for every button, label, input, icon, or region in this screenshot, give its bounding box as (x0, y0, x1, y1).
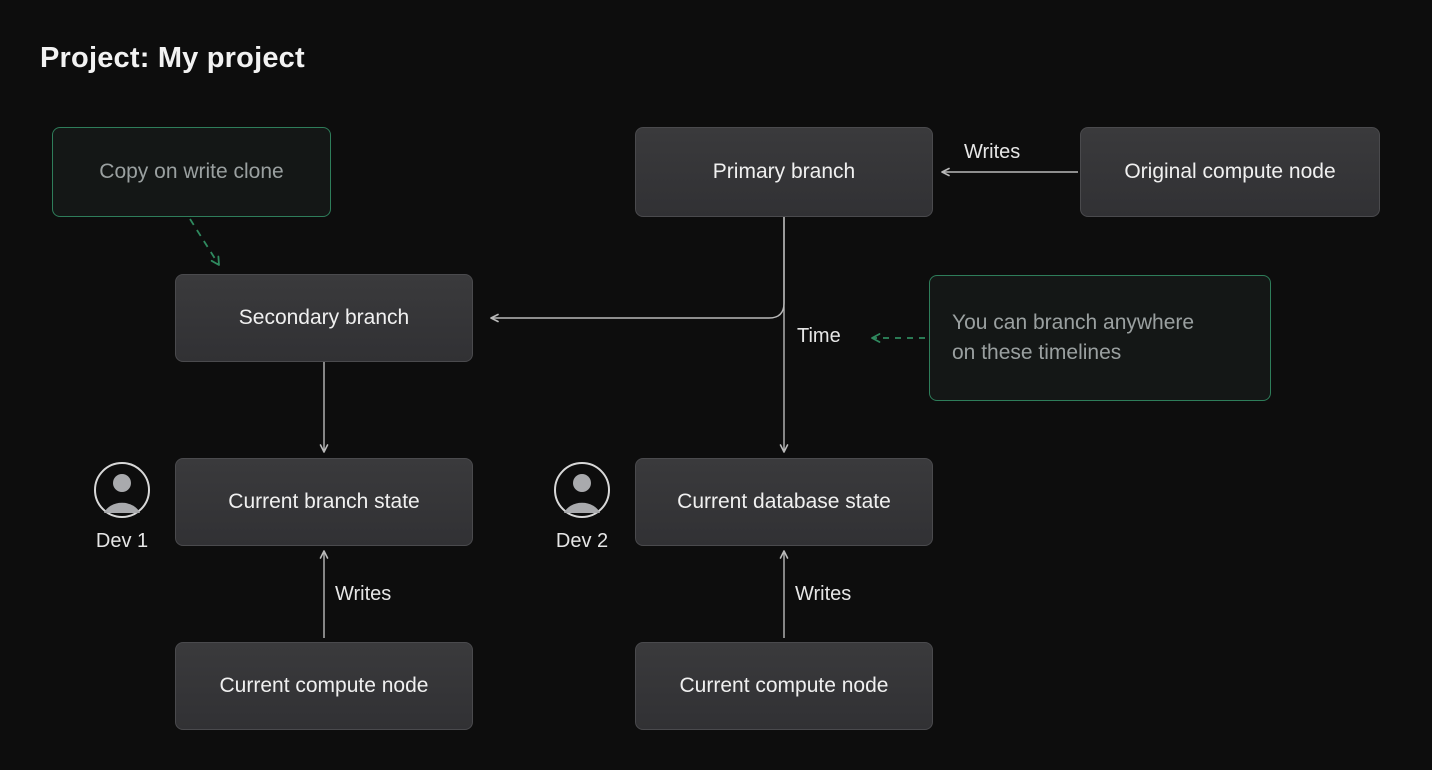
edge-primary-to-secondary (490, 216, 785, 323)
node-current-branch-state-label: Current branch state (228, 490, 420, 513)
node-secondary-branch[interactable]: Secondary branch (175, 274, 473, 362)
note-line-1: You can branch anywhere (952, 311, 1195, 335)
node-current-compute-node-right-label: Current compute node (679, 674, 889, 697)
node-original-compute-node[interactable]: Original compute node (1080, 127, 1380, 217)
edge-label-writes-left: Writes (335, 583, 392, 605)
user-avatar-icon (93, 461, 151, 524)
node-branch-anywhere-note[interactable]: You can branch anywhere on these timelin… (929, 275, 1271, 401)
node-primary-branch[interactable]: Primary branch (635, 127, 933, 217)
node-current-database-state[interactable]: Current database state (635, 458, 933, 546)
node-copy-on-write-clone[interactable]: Copy on write clone (52, 127, 331, 217)
node-current-compute-node-left-label: Current compute node (219, 674, 429, 697)
node-current-compute-node-right[interactable]: Current compute node (635, 642, 933, 730)
node-original-compute-node-label: Original compute node (1124, 160, 1336, 183)
edge-label-writes-top: Writes (964, 141, 1021, 163)
user-avatar-icon (553, 461, 611, 524)
actor-dev-1-label: Dev 1 (95, 530, 149, 552)
node-primary-branch-label: Primary branch (712, 160, 856, 183)
node-current-branch-state[interactable]: Current branch state (175, 458, 473, 546)
node-current-compute-node-left[interactable]: Current compute node (175, 642, 473, 730)
node-copy-on-write-clone-label: Copy on write clone (99, 160, 284, 184)
actor-dev-2-label: Dev 2 (555, 530, 609, 552)
edge-clone-to-secondary-branch (189, 218, 220, 266)
edge-label-writes-right: Writes (795, 583, 852, 605)
actor-dev-1: Dev 1 (93, 461, 151, 553)
note-line-2: on these timelines (952, 341, 1122, 364)
page-title: Project: My project (40, 42, 305, 74)
node-secondary-branch-label: Secondary branch (238, 306, 410, 329)
edge-label-time: Time (797, 325, 841, 347)
actor-dev-2: Dev 2 (553, 461, 611, 553)
node-current-database-state-label: Current database state (677, 490, 891, 513)
